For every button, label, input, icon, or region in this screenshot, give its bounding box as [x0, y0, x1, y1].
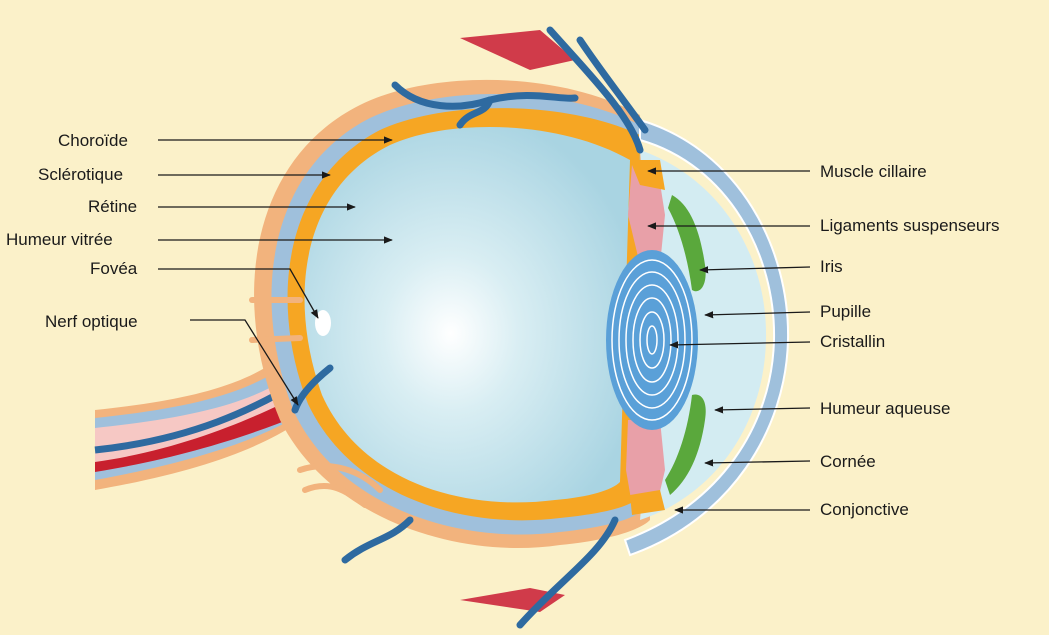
label-conjonctive: Conjonctive	[820, 500, 909, 519]
label-choroide: Choroïde	[58, 131, 128, 150]
label-ligaments: Ligaments suspenseurs	[820, 216, 1000, 235]
label-humeur-aqueuse: Humeur aqueuse	[820, 399, 950, 418]
lens	[606, 250, 698, 430]
label-fovea: Fovéa	[90, 259, 138, 278]
label-cristallin: Cristallin	[820, 332, 885, 351]
label-retine: Rétine	[88, 197, 137, 216]
label-iris: Iris	[820, 257, 843, 276]
label-muscle-cillaire: Muscle cillaire	[820, 162, 927, 181]
label-humeur-vitree: Humeur vitrée	[6, 230, 113, 249]
label-cornee: Cornée	[820, 452, 876, 471]
label-sclerotique: Sclérotique	[38, 165, 123, 184]
label-pupille: Pupille	[820, 302, 871, 321]
fovea-spot	[315, 310, 331, 336]
label-nerf-optique: Nerf optique	[45, 312, 138, 331]
